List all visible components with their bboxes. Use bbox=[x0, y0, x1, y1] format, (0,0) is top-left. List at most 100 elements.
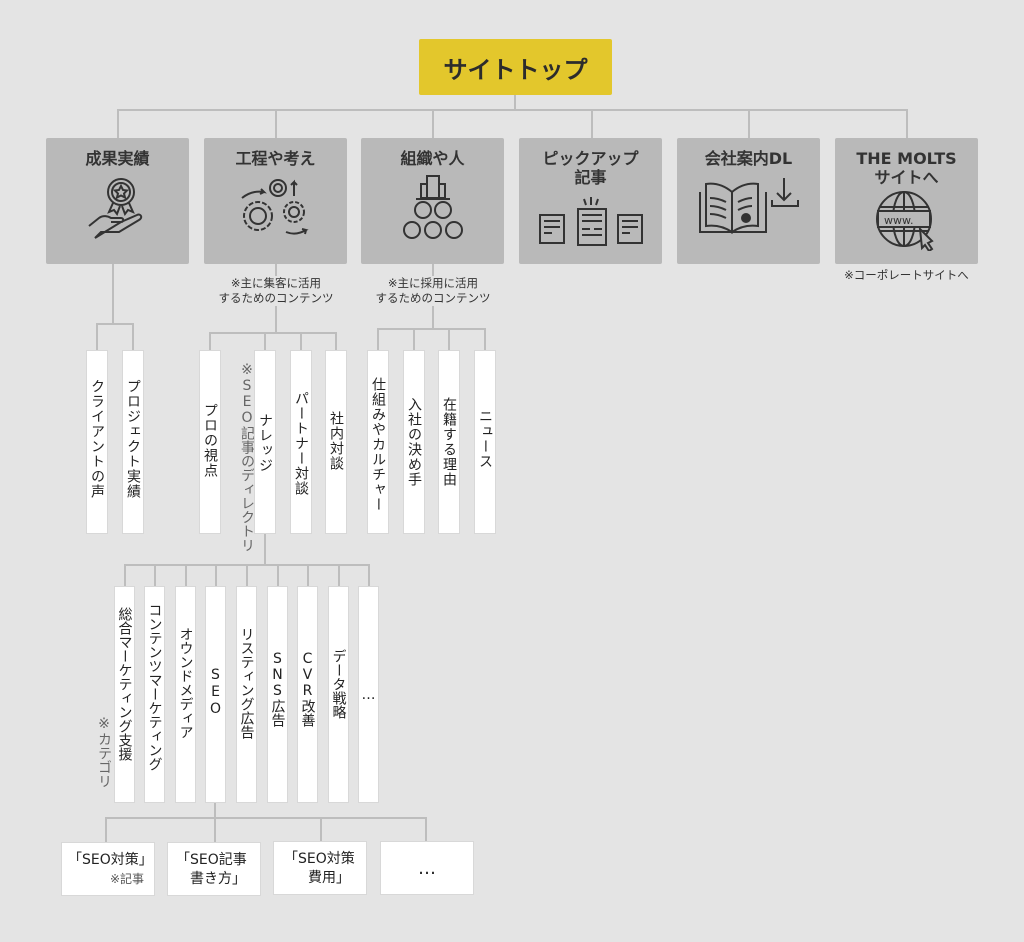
connector bbox=[264, 534, 266, 565]
article-seo-writing[interactable]: 「SEO記事 書き方」 bbox=[167, 842, 261, 896]
category-data-strategy[interactable]: データ戦略 bbox=[328, 586, 349, 803]
category-more[interactable]: … bbox=[358, 586, 379, 803]
connector bbox=[214, 803, 216, 818]
article-note: ※記事 bbox=[109, 872, 144, 886]
connector bbox=[425, 817, 427, 841]
category-label: SEO bbox=[207, 667, 224, 718]
connector bbox=[209, 332, 337, 334]
category-organization[interactable]: 組織や人 bbox=[361, 138, 504, 264]
article-title-cont: 書き方」 bbox=[190, 871, 246, 887]
newspapers-icon bbox=[538, 197, 643, 246]
category-listing-ads[interactable]: リスティング広告 bbox=[236, 586, 257, 803]
svg-text:www.: www. bbox=[884, 214, 913, 227]
article-seo-cost[interactable]: 「SEO対策 費用」 bbox=[273, 841, 367, 895]
category-seo[interactable]: SEO bbox=[205, 586, 226, 803]
connector bbox=[300, 332, 302, 351]
category-label: コンテンツマーケティング bbox=[146, 603, 163, 771]
connector bbox=[335, 332, 337, 351]
article-more[interactable]: … bbox=[380, 841, 474, 895]
category-label: 組織や人 bbox=[400, 149, 465, 168]
article-seo-measures[interactable]: 「SEO対策」 ※記事 bbox=[61, 842, 155, 896]
category-results[interactable]: 成果実績 bbox=[46, 138, 189, 264]
category-label: データ戦略 bbox=[330, 649, 347, 719]
page-internal-talk[interactable]: 社内対談 bbox=[325, 350, 347, 534]
category-owned-media[interactable]: オウンドメディア bbox=[175, 586, 196, 803]
page-label: 仕組みやカルチャー bbox=[370, 377, 386, 512]
page-reason-joining[interactable]: 入社の決め手 bbox=[403, 350, 425, 534]
category-label: 総合マーケティング支援 bbox=[116, 607, 133, 761]
connector bbox=[105, 817, 107, 843]
knowledge-note: ※SEO記事のディレクトリ bbox=[239, 362, 255, 552]
award-hand-icon bbox=[87, 178, 142, 239]
category-label: 工程や考え bbox=[235, 149, 316, 168]
connector bbox=[368, 564, 370, 587]
category-content-marketing[interactable]: コンテンツマーケティング bbox=[144, 586, 165, 803]
category-label: THE MOLTS サイトへ bbox=[856, 149, 957, 187]
connector bbox=[215, 564, 217, 587]
connector bbox=[484, 328, 486, 351]
page-label: 入社の決め手 bbox=[406, 397, 422, 487]
category-label: リスティング広告 bbox=[238, 627, 255, 739]
connector bbox=[214, 817, 216, 843]
connector bbox=[112, 264, 114, 324]
connector bbox=[264, 332, 266, 351]
gears-icon bbox=[240, 179, 309, 235]
connector bbox=[96, 323, 98, 351]
page-pro-perspective[interactable]: プロの視点 bbox=[199, 350, 221, 534]
page-label: 社内対談 bbox=[328, 411, 344, 471]
category-label: … bbox=[360, 687, 377, 704]
connector bbox=[748, 109, 750, 138]
page-structure-culture[interactable]: 仕組みやカルチャー bbox=[367, 350, 389, 534]
connector bbox=[117, 109, 119, 138]
more-label: … bbox=[418, 857, 436, 879]
globe-www-icon: www. bbox=[875, 191, 934, 251]
page-label: 在籍する理由 bbox=[441, 397, 457, 487]
page-label: パートナー対談 bbox=[293, 391, 309, 496]
page-reason-staying[interactable]: 在籍する理由 bbox=[438, 350, 460, 534]
article-title: 「SEO対策」 bbox=[68, 852, 153, 868]
category-cvr[interactable]: CVR改善 bbox=[297, 586, 318, 803]
page-label: クライアントの声 bbox=[89, 379, 105, 499]
category-label: ピックアップ 記事 bbox=[542, 149, 639, 187]
category-pickup-articles[interactable]: ピックアップ 記事 bbox=[519, 138, 662, 264]
category-label: CVR改善 bbox=[299, 651, 316, 727]
organization-icon bbox=[402, 175, 463, 239]
connector bbox=[185, 564, 187, 587]
connector bbox=[275, 264, 277, 276]
connector bbox=[906, 109, 908, 138]
category-process[interactable]: 工程や考え bbox=[204, 138, 347, 264]
brochure-download-icon bbox=[698, 178, 799, 234]
category-label: 会社案内DL bbox=[704, 149, 793, 168]
page-label: ナレッジ bbox=[257, 413, 273, 473]
connector bbox=[307, 564, 309, 587]
page-news[interactable]: ニュース bbox=[474, 350, 496, 534]
process-note: ※主に集客に活用 するためのコンテンツ bbox=[218, 276, 334, 305]
article-title: 「SEO記事 bbox=[176, 852, 247, 868]
category-label: 成果実績 bbox=[85, 149, 150, 168]
connector bbox=[591, 109, 593, 138]
connector bbox=[432, 109, 434, 138]
category-general-marketing[interactable]: 総合マーケティング支援 bbox=[114, 586, 135, 803]
page-knowledge[interactable]: ナレッジ bbox=[254, 350, 276, 534]
connector bbox=[246, 564, 248, 587]
connector bbox=[209, 332, 211, 351]
category-sns-ads[interactable]: SNS広告 bbox=[267, 586, 288, 803]
site-top-label: サイトトップ bbox=[443, 55, 588, 84]
connector bbox=[277, 564, 279, 587]
page-project-results[interactable]: プロジェクト実績 bbox=[122, 350, 144, 534]
category-label: オウンドメディア bbox=[177, 627, 194, 739]
connector bbox=[448, 328, 450, 351]
connector bbox=[96, 323, 134, 325]
article-title: 「SEO対策 bbox=[284, 851, 355, 867]
connector bbox=[514, 95, 516, 110]
page-label: プロの視点 bbox=[202, 403, 218, 478]
connector bbox=[320, 817, 322, 841]
organization-note: ※主に採用に活用 するためのコンテンツ bbox=[375, 276, 491, 305]
connector bbox=[154, 564, 156, 587]
page-partner-talk[interactable]: パートナー対談 bbox=[290, 350, 312, 534]
category-the-molts-site[interactable]: THE MOLTS サイトへ www. bbox=[835, 138, 978, 264]
page-client-voice[interactable]: クライアントの声 bbox=[86, 350, 108, 534]
connector bbox=[124, 564, 126, 587]
site-top-node[interactable]: サイトトップ bbox=[419, 39, 612, 95]
category-company-brochure[interactable]: 会社案内DL bbox=[677, 138, 820, 264]
